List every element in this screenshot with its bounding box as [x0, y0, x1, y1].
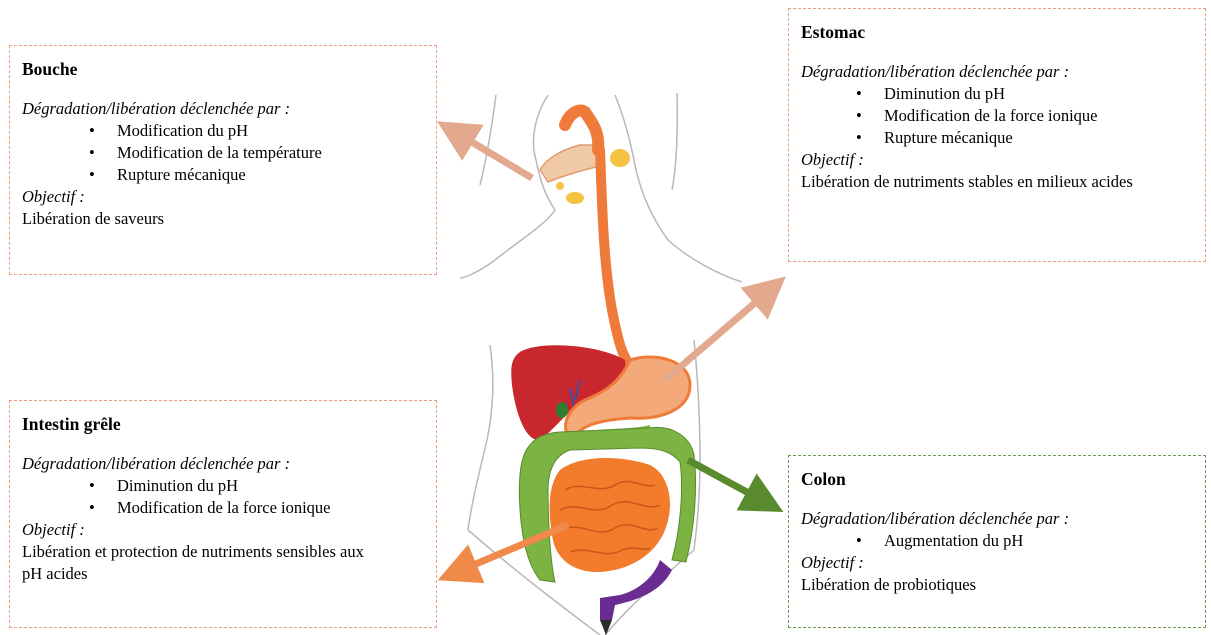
trigger-label: Dégradation/libération déclenchée par :: [801, 61, 1205, 83]
box-title: Bouche: [22, 58, 436, 80]
box-estomac: Estomac Dégradation/libération déclenché…: [788, 8, 1206, 262]
trigger-list: •Diminution du pH •Modification de la fo…: [801, 83, 1205, 149]
list-item: •Diminution du pH: [22, 475, 436, 497]
box-title: Colon: [801, 468, 1205, 490]
objective-text: Libération de nutriments stables en mili…: [801, 171, 1181, 193]
list-item: •Modification de la force ionique: [22, 497, 436, 519]
objective-label: Objectif :: [22, 186, 436, 208]
list-item: •Modification du pH: [22, 120, 436, 142]
objective-label: Objectif :: [801, 149, 1205, 171]
list-item: •Augmentation du pH: [801, 530, 1205, 552]
anus-marker: [600, 620, 612, 635]
gallbladder: [556, 402, 568, 418]
box-colon: Colon Dégradation/libération déclenchée …: [788, 455, 1206, 628]
arrow-to-estomac: [665, 290, 770, 380]
trigger-label: Dégradation/libération déclenchée par :: [22, 98, 436, 120]
small-intestine: [550, 458, 670, 572]
box-intestin-grele: Intestin grêle Dégradation/libération dé…: [9, 400, 437, 628]
trigger-list: •Augmentation du pH: [801, 530, 1205, 552]
objective-text: Libération de saveurs: [22, 208, 436, 230]
list-item: •Rupture mécanique: [801, 127, 1205, 149]
box-title: Estomac: [801, 21, 1205, 43]
objective-text: Libération et protection de nutriments s…: [22, 541, 367, 585]
list-item: •Diminution du pH: [801, 83, 1205, 105]
arrow-to-bouche: [455, 132, 532, 178]
list-item: •Modification de la température: [22, 142, 436, 164]
box-title: Intestin grêle: [22, 413, 436, 435]
trigger-list: •Diminution du pH •Modification de la fo…: [22, 475, 436, 519]
esophagus: [565, 111, 598, 150]
trigger-list: •Modification du pH •Modification de la …: [22, 120, 436, 186]
objective-label: Objectif :: [801, 552, 1205, 574]
trigger-label: Dégradation/libération déclenchée par :: [801, 508, 1205, 530]
trigger-label: Dégradation/libération déclenchée par :: [22, 453, 436, 475]
list-item: •Modification de la force ionique: [801, 105, 1205, 127]
objective-label: Objectif :: [22, 519, 436, 541]
objective-text: Libération de probiotiques: [801, 574, 1205, 596]
list-item: •Rupture mécanique: [22, 164, 436, 186]
box-bouche: Bouche Dégradation/libération déclenchée…: [9, 45, 437, 275]
esophagus-tube: [600, 150, 636, 372]
mouth-organs: [540, 145, 630, 204]
